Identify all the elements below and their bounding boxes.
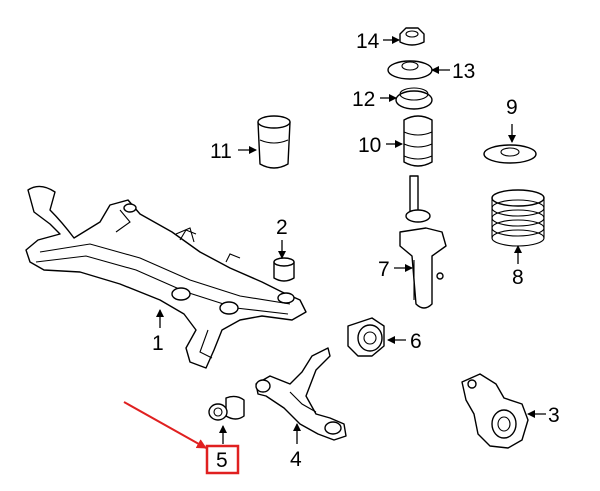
leader-lines (156, 36, 546, 444)
callout-1: 1 (152, 332, 164, 355)
callout-5: 5 (216, 449, 228, 472)
bearing-part (395, 87, 433, 110)
callout-8: 8 (512, 266, 524, 289)
callout-6: 6 (410, 330, 422, 353)
callout-3: 3 (548, 404, 560, 427)
callout-7: 7 (378, 258, 390, 281)
nut-part (399, 27, 425, 46)
bump-stop-part (403, 115, 433, 167)
bushing-part-2 (273, 257, 295, 282)
callout-labels: 1 2 3 4 5 6 7 8 9 10 11 12 13 14 (152, 30, 560, 472)
highlight-arrow (123, 401, 207, 449)
callout-9: 9 (506, 96, 518, 119)
callout-2: 2 (276, 216, 288, 239)
callout-11: 11 (210, 140, 232, 163)
strut-part (399, 175, 447, 309)
steering-knuckle-part (461, 373, 529, 449)
spring-seat-part (483, 144, 537, 164)
top-mount-part (387, 60, 433, 80)
callout-12: 12 (352, 88, 375, 111)
highlight-box (205, 444, 240, 475)
rear-bushing-part-6 (347, 317, 385, 357)
bushing-part-5 (208, 395, 245, 421)
callout-14: 14 (356, 30, 380, 53)
jounce-bumper-part (257, 115, 291, 169)
callout-10: 10 (358, 134, 381, 157)
lower-control-arm-part (255, 347, 347, 441)
coil-spring-part (491, 189, 545, 247)
callout-4: 4 (290, 448, 302, 471)
callout-13: 13 (452, 60, 475, 83)
subframe-part (25, 185, 307, 369)
